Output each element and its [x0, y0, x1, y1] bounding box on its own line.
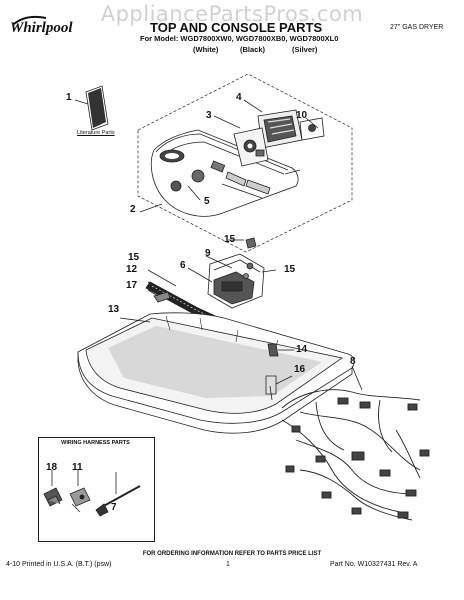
callout-14: 14 [296, 344, 308, 355]
callout-9: 9 [205, 248, 211, 259]
callout-7: 7 [111, 502, 117, 513]
console-housing [150, 129, 299, 217]
callout-4: 4 [236, 92, 242, 103]
wire-harness [281, 389, 430, 521]
brand-swoosh-icon [13, 15, 47, 25]
callout-8: 8 [350, 356, 356, 367]
print-info: 4-10 Printed in U.S.A. (B.T.) (psw) [6, 561, 112, 568]
harness-connector-11 [69, 487, 91, 513]
wiring-harness-title: WIRING HARNESS PARTS [61, 440, 130, 446]
callout-11: 11 [72, 462, 83, 473]
literature-booklet [85, 85, 109, 131]
callout-10: 10 [296, 110, 308, 121]
page-number: 1 [226, 561, 230, 568]
callout-3: 3 [206, 110, 212, 121]
watermark: AppliancePartsPros.com [100, 2, 364, 26]
console-bracket [207, 253, 265, 309]
callout-15-top: 15 [224, 234, 236, 245]
part-number: Part No. W10327431 Rev. A [330, 561, 418, 568]
callout-12: 12 [126, 264, 138, 275]
doc-type: 27" GAS DRYER [390, 24, 444, 31]
callout-15-right: 15 [284, 264, 296, 275]
control-board [233, 109, 325, 167]
callout-17: 17 [126, 280, 138, 291]
callout-18: 18 [46, 462, 58, 473]
callout-15-left: 15 [128, 252, 140, 263]
literature-parts-label: Literature Parts [77, 130, 115, 136]
brand-logo: Whirlpool [10, 20, 73, 36]
harness-clip-18 [43, 487, 63, 507]
variant-black: (Black) [240, 45, 266, 54]
callout-5: 5 [204, 196, 210, 207]
callout-16: 16 [294, 364, 306, 375]
model-line: For Model: WGD7800XW0, WGD7800XB0, WGD78… [140, 34, 339, 43]
variant-white: (White) [193, 45, 219, 54]
callout-1: 1 [66, 92, 72, 103]
ordering-info: FOR ORDERING INFORMATION REFER TO PARTS … [142, 551, 322, 557]
cable-tie-7 [95, 485, 141, 517]
variant-silver: (Silver) [292, 45, 318, 54]
callout-2: 2 [130, 204, 136, 215]
wiring-harness-box [38, 437, 155, 542]
callout-6: 6 [180, 260, 186, 271]
page-title: TOP AND CONSOLE PARTS [150, 20, 323, 35]
callout-13: 13 [108, 304, 120, 315]
